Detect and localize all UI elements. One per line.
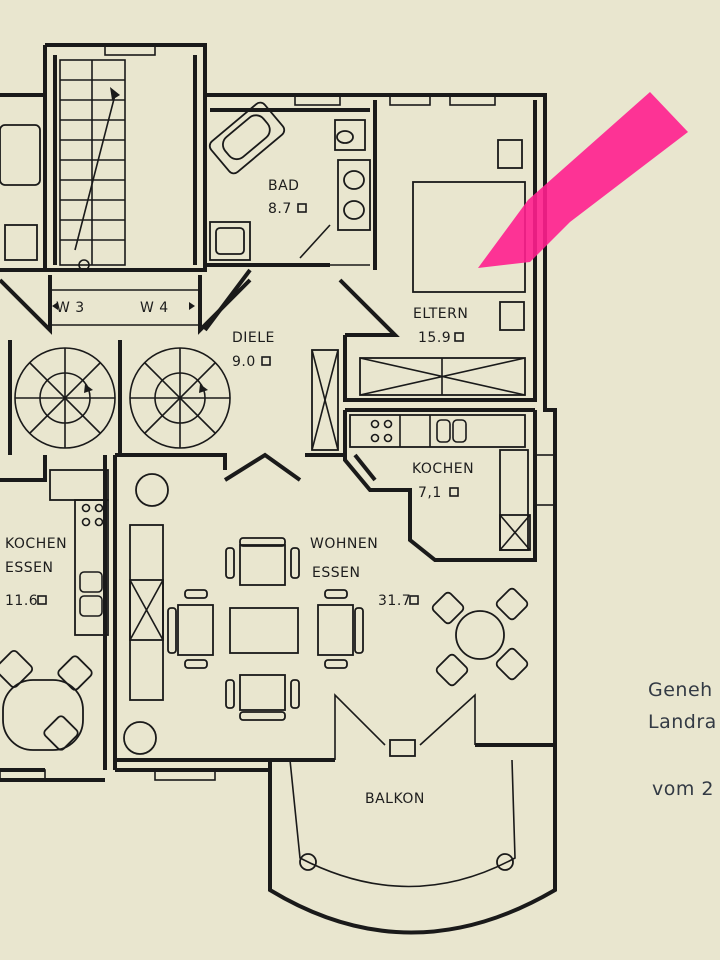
eltern-label: ELTERN <box>413 306 468 322</box>
bedroom-furniture <box>359 139 526 396</box>
hall-wardrobe <box>311 349 339 451</box>
balkon-label: BALKON <box>365 791 425 807</box>
approval-stamp: Geneh Landra vom 2 <box>648 679 717 800</box>
staircase <box>59 59 126 271</box>
room-labels: BAD 8.7 ELTERN 15.9 DIELE 9.0 KOCHEN 7,1… <box>5 178 474 807</box>
kochen-left-area: 11.6 <box>5 593 38 609</box>
kochen-left-label: KOCHEN <box>5 536 67 552</box>
eltern-area: 15.9 <box>418 330 451 346</box>
storage-w4-label: W 4 <box>140 300 169 316</box>
windows <box>0 44 556 781</box>
essen-left-label: ESSEN <box>5 560 53 576</box>
wohnen-label: WOHNEN <box>310 536 378 552</box>
diele-area: 9.0 <box>232 354 256 370</box>
kitchen-right-fixtures <box>349 414 531 551</box>
stamp-line-1: Geneh <box>648 679 713 701</box>
bath-fixtures <box>208 101 371 261</box>
kochen-area: 7,1 <box>418 485 442 501</box>
wohnen-area: 31.7 <box>378 593 411 609</box>
bad-label: BAD <box>268 178 299 194</box>
kitchen-left-fixtures <box>0 124 109 751</box>
kochen-label: KOCHEN <box>412 461 474 477</box>
bad-area: 8.7 <box>268 201 292 217</box>
storage-rooms: W 3 W 4 <box>0 275 252 335</box>
stamp-line-3: vom 2 <box>652 778 714 800</box>
balcony <box>268 745 557 935</box>
living-furniture <box>123 473 529 760</box>
storage-w3-label: W 3 <box>56 300 85 316</box>
marker-arrow-icon <box>478 92 688 268</box>
diele-label: DIELE <box>232 330 275 346</box>
stamp-line-2: Landra <box>648 711 717 733</box>
essen-label: ESSEN <box>312 565 360 581</box>
spiral-stairs <box>14 347 231 449</box>
